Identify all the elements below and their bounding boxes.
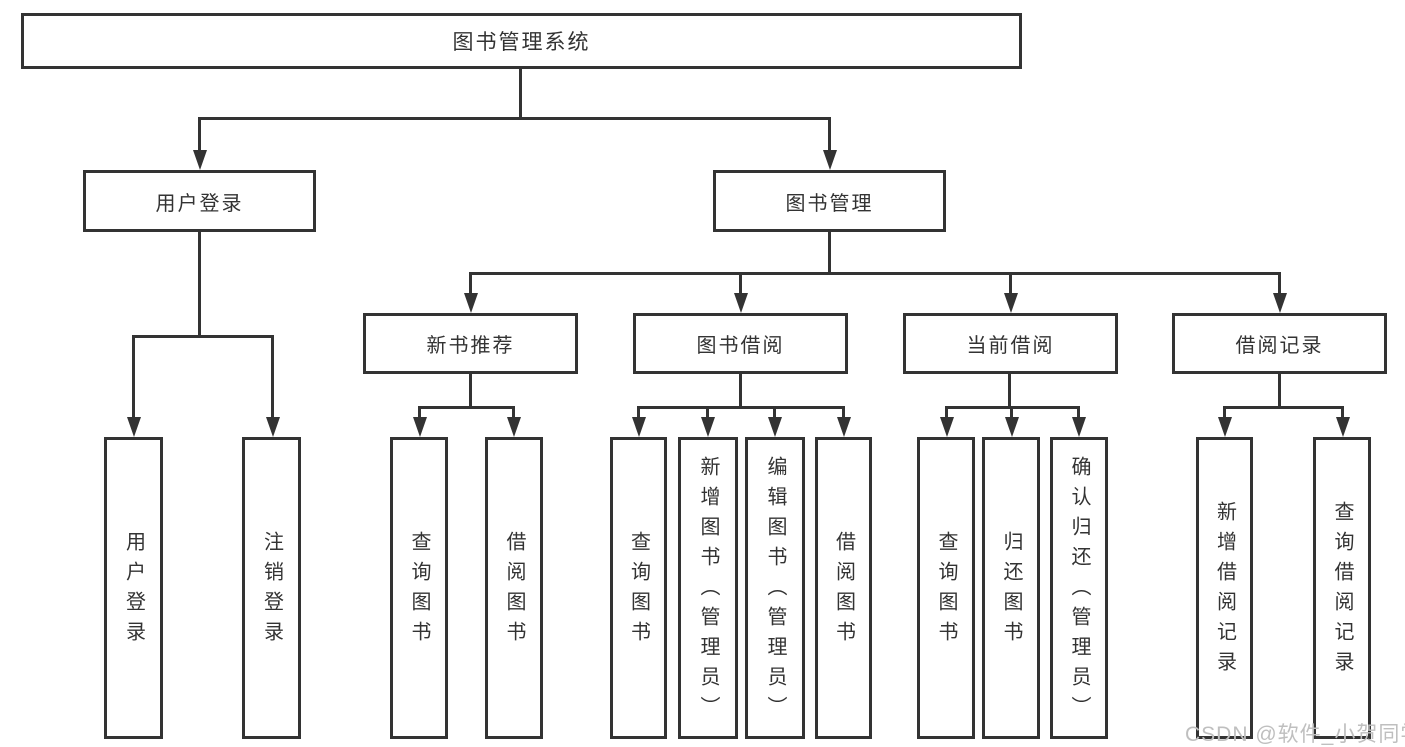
arrowhead-icon <box>266 417 280 437</box>
connector-vline <box>271 335 274 417</box>
connector-vline <box>1009 272 1012 296</box>
leaf-borrow-books-borrowing: 借阅图书 <box>815 437 872 739</box>
arrowhead-icon <box>701 417 715 437</box>
connector-vline <box>1341 406 1344 420</box>
csdn-watermark: CSDN @软件_小贺同学 <box>1185 723 1405 746</box>
connector-vline <box>828 117 831 153</box>
leaf-confirm-return-admin: 确认归还（管理员） <box>1050 437 1108 739</box>
connector-vline <box>198 117 201 153</box>
arrowhead-icon <box>1072 417 1086 437</box>
connector-vline <box>637 406 640 420</box>
connector-vline <box>1278 374 1281 409</box>
connector-vline <box>945 406 948 420</box>
arrowhead-icon <box>127 417 141 437</box>
connector-hline <box>198 117 831 120</box>
connector-vline <box>469 374 472 409</box>
connector-vline <box>132 335 135 417</box>
arrowhead-icon <box>1004 293 1018 313</box>
arrowhead-icon <box>823 150 837 170</box>
connector-hline <box>1223 406 1344 409</box>
connector-vline <box>739 374 742 409</box>
leaf-user-login: 用户登录 <box>104 437 163 739</box>
arrowhead-icon <box>413 417 427 437</box>
connector-vline <box>842 406 845 420</box>
leaf-add-book-admin: 新增图书（管理员） <box>678 437 738 739</box>
leaf-borrow-books-recommend: 借阅图书 <box>485 437 543 739</box>
node-borrowing-records: 借阅记录 <box>1172 313 1387 374</box>
node-library-management-system: 图书管理系统 <box>21 13 1022 69</box>
node-user-login: 用户登录 <box>83 170 316 232</box>
connector-hline <box>132 335 273 338</box>
node-new-book-recommendation: 新书推荐 <box>363 313 578 374</box>
leaf-query-books-recommend: 查询图书 <box>390 437 448 739</box>
leaf-query-books-current: 查询图书 <box>917 437 975 739</box>
connector-hline <box>418 406 515 409</box>
leaf-query-borrow-record: 查询借阅记录 <box>1313 437 1371 739</box>
leaf-return-book: 归还图书 <box>982 437 1040 739</box>
connector-hline <box>637 406 844 409</box>
leaf-edit-book-admin: 编辑图书（管理员） <box>745 437 805 739</box>
connector-vline <box>469 272 472 296</box>
connector-vline <box>519 69 522 120</box>
arrowhead-icon <box>1273 293 1287 313</box>
arrowhead-icon <box>734 293 748 313</box>
connector-vline <box>706 406 709 420</box>
arrowhead-icon <box>940 417 954 437</box>
connector-vline <box>828 232 831 275</box>
arrowhead-icon <box>1218 417 1232 437</box>
leaf-add-borrow-record: 新增借阅记录 <box>1196 437 1253 739</box>
connector-vline <box>739 272 742 296</box>
connector-vline <box>1010 406 1013 420</box>
connector-vline <box>1278 272 1281 296</box>
arrowhead-icon <box>1005 417 1019 437</box>
connector-vline <box>512 406 515 420</box>
arrowhead-icon <box>632 417 646 437</box>
leaf-logout: 注销登录 <box>242 437 301 739</box>
connector-vline <box>1223 406 1226 420</box>
node-book-borrowing: 图书借阅 <box>633 313 848 374</box>
connector-vline <box>418 406 421 420</box>
arrowhead-icon <box>1336 417 1350 437</box>
arrowhead-icon <box>768 417 782 437</box>
arrowhead-icon <box>464 293 478 313</box>
connector-hline <box>469 272 1280 275</box>
arrowhead-icon <box>507 417 521 437</box>
connector-vline <box>1008 374 1011 409</box>
arrowhead-icon <box>193 150 207 170</box>
connector-vline <box>198 232 201 338</box>
node-current-borrowing: 当前借阅 <box>903 313 1118 374</box>
arrowhead-icon <box>837 417 851 437</box>
connector-vline <box>1077 406 1080 420</box>
node-book-management: 图书管理 <box>713 170 946 232</box>
leaf-query-books-borrowing: 查询图书 <box>610 437 667 739</box>
connector-vline <box>773 406 776 420</box>
